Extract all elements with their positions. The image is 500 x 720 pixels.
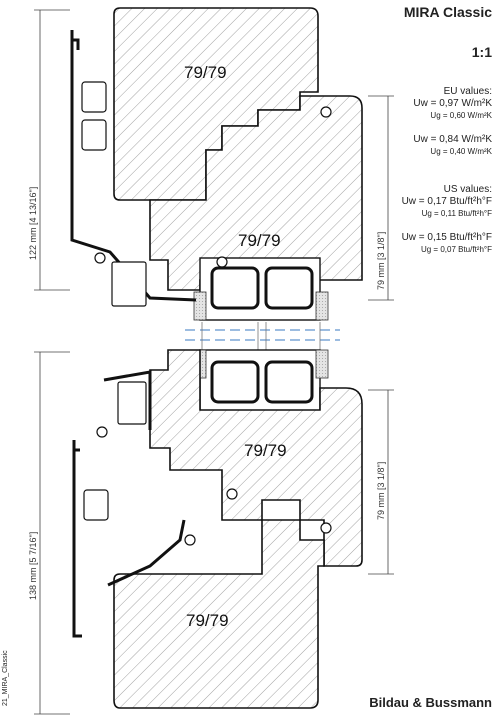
upper-glazing-unit xyxy=(193,257,329,321)
upper-height-dimension: 122 mm [4 13/16"] xyxy=(28,187,38,260)
gaskets-and-fittings xyxy=(81,81,332,546)
us-values-block: US values: Uw = 0,17 Btu/ft²h°F Ug = 0,1… xyxy=(402,184,492,256)
upper-sash-profile xyxy=(149,95,363,291)
product-title: MIRA Classic xyxy=(403,4,492,20)
eu-uw-2: Uw = 0,84 W/m²K xyxy=(413,134,492,145)
lower-sash-profile xyxy=(149,349,363,567)
eu-ug-2: Ug = 0,40 W/m²K xyxy=(430,147,492,156)
us-ug-1: Ug = 0,11 Btu/ft²h°F xyxy=(421,209,492,218)
scale-label: 1:1 xyxy=(471,44,492,60)
brand-name: Bildau & Bussmann xyxy=(369,695,492,710)
eu-ug-1: Ug = 0,60 W/m²K xyxy=(430,111,492,120)
glass-break-lines xyxy=(185,322,340,350)
lower-frame-profile xyxy=(113,519,325,709)
us-uw-1: Uw = 0,17 Btu/ft²h°F xyxy=(401,196,492,207)
file-id: 21_MIRA_Classic xyxy=(2,650,9,706)
lower-depth-dimension: 79 mm [3 1/8"] xyxy=(376,462,386,520)
upper-frame-profile xyxy=(113,7,319,201)
eu-uw-1: Uw = 0,97 W/m²K xyxy=(413,98,492,109)
upper-sash-label: 79/79 xyxy=(238,231,281,250)
us-values-heading: US values: xyxy=(443,184,492,195)
lower-height-dimension: 138 mm [5 7/16"] xyxy=(28,532,38,600)
lower-glazing-unit xyxy=(193,349,329,413)
dimension-lines xyxy=(34,9,394,715)
us-ug-2: Ug = 0,07 Btu/ft²h°F xyxy=(420,245,492,254)
upper-frame-label: 79/79 xyxy=(184,63,227,82)
eu-values-block: EU values: Uw = 0,97 W/m²K Ug = 0,60 W/m… xyxy=(413,86,492,158)
eu-values-heading: EU values: xyxy=(443,86,492,97)
lower-sash-label: 79/79 xyxy=(244,441,287,460)
upper-depth-dimension: 79 mm [3 1/8"] xyxy=(376,232,386,290)
us-uw-2: Uw = 0,15 Btu/ft²h°F xyxy=(401,232,492,243)
aluminium-cladding xyxy=(70,30,197,638)
lower-frame-label: 79/79 xyxy=(186,611,229,630)
